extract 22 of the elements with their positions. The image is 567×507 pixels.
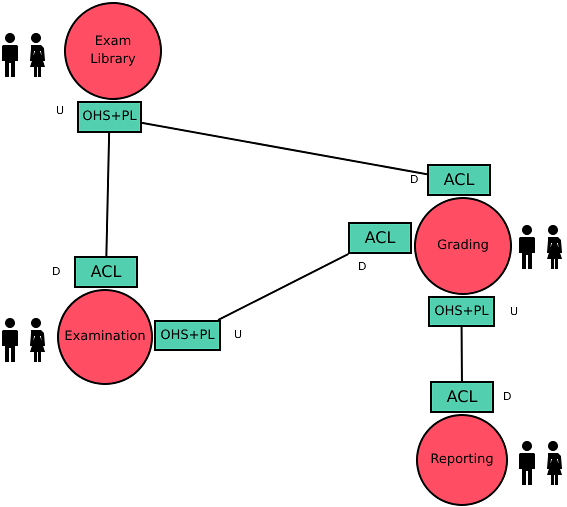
relation-label: D <box>358 260 366 273</box>
pattern-box: OHS+PL <box>428 296 495 327</box>
relation-label: D <box>52 265 60 278</box>
pattern-box: ACL <box>427 164 491 196</box>
connector-line <box>142 122 428 176</box>
pattern-box: OHS+PL <box>77 101 142 133</box>
connector-line <box>218 253 349 321</box>
relation-label: D <box>503 390 512 403</box>
relation-label: U <box>56 104 64 117</box>
context-circle: Exam Library <box>64 2 162 100</box>
pattern-box: OHS+PL <box>154 320 221 351</box>
context-circle: Reporting <box>416 414 508 506</box>
relation-label: D <box>410 173 418 186</box>
pattern-box: ACL <box>348 222 412 254</box>
context-circle: Grading <box>414 197 512 295</box>
connector-line <box>460 327 463 381</box>
connector-line <box>105 132 110 256</box>
pattern-box: ACL <box>74 256 138 288</box>
pattern-box: ACL <box>430 381 494 413</box>
context-circle: Examination <box>57 289 153 385</box>
relation-label: U <box>234 328 242 341</box>
relation-label: U <box>510 305 518 318</box>
